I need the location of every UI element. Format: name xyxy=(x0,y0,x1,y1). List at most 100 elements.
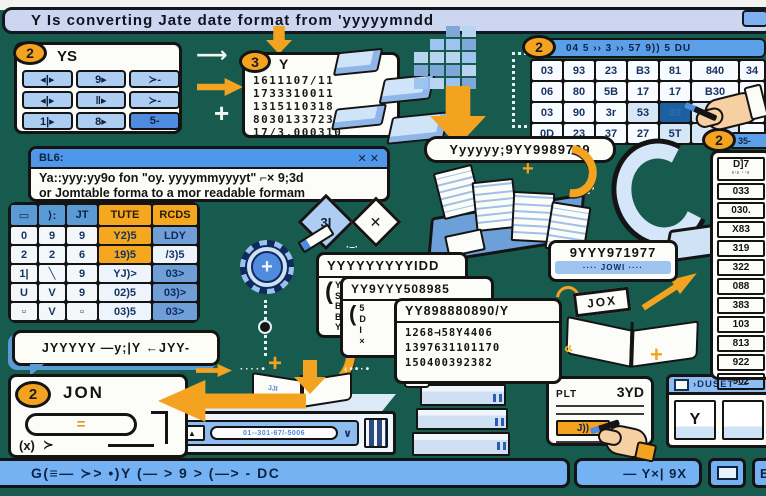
table-cell[interactable]: 9 xyxy=(67,227,97,244)
diamond-x: ✕ xyxy=(350,196,402,248)
table-cell[interactable]: 0 xyxy=(11,227,37,244)
list-item[interactable]: 030. xyxy=(717,202,765,219)
bracket-mark xyxy=(151,411,168,444)
table-cell[interactable]: ╲ xyxy=(39,265,65,282)
list-item[interactable]: 319 xyxy=(717,240,765,257)
table-cell[interactable]: V xyxy=(39,303,65,320)
list-item[interactable]: X83 xyxy=(717,221,765,238)
key[interactable]: ◂|▸ xyxy=(22,70,73,88)
key[interactable]: 9▸ xyxy=(75,70,127,88)
column-header: TUTE xyxy=(99,205,151,225)
badge-2: 2 xyxy=(522,35,556,59)
dots-marks: ‹••·• xyxy=(344,364,372,375)
table-cell[interactable]: 03> xyxy=(153,265,197,282)
key[interactable]: ‖▸ xyxy=(75,91,127,109)
key-selected[interactable]: 5- xyxy=(129,112,180,130)
table-cell[interactable]: 3r xyxy=(596,103,626,122)
table-cell[interactable]: 9 xyxy=(39,227,65,244)
list-item[interactable]: 322 xyxy=(717,259,765,276)
number-row: 1611107/11 xyxy=(253,74,335,87)
speech-bubble: JYYYYY —y;|Y ←JYY- xyxy=(12,330,220,366)
table-cell-selected[interactable]: 33 xyxy=(660,103,690,122)
key[interactable]: ≻- xyxy=(129,91,180,109)
table-cell[interactable]: 19)5 xyxy=(99,246,151,263)
server-stack-icon xyxy=(412,384,512,458)
table-cell[interactable]: 840 xyxy=(692,61,738,80)
table-cell[interactable]: 03> xyxy=(153,303,197,320)
table-cell[interactable]: 5B xyxy=(596,82,626,101)
edge-button[interactable]: E xyxy=(752,458,766,488)
equals-field[interactable]: = xyxy=(25,413,137,436)
table-cell[interactable]: 03 xyxy=(532,61,562,80)
table-cell[interactable]: 1| xyxy=(11,265,37,282)
table-cell[interactable]: B3 xyxy=(628,61,658,80)
card-front: YY898880890/Y 1268⊣58Y4406 1397631101170… xyxy=(394,298,562,384)
column-header: RCDS xyxy=(153,205,197,225)
card-title: YY898880890/Y xyxy=(397,301,559,323)
table-cell[interactable]: 17 xyxy=(660,82,690,101)
badge-3: 3 xyxy=(239,50,271,73)
list-item[interactable]: 383 xyxy=(717,297,765,314)
table-cell[interactable]: 80 xyxy=(564,82,594,101)
table-cell[interactable]: LDY xyxy=(153,227,197,244)
card-letter: D xyxy=(359,314,366,324)
table-cell[interactable]: Y2)5 xyxy=(99,227,151,244)
table-cell[interactable]: V xyxy=(39,284,65,301)
printer-panel: ▲ 01--301-67/-5006 ∨ xyxy=(172,420,359,446)
close-icons[interactable]: ✕ ✕ xyxy=(357,152,380,165)
rectangle-icon xyxy=(716,466,738,480)
plus-icon: + xyxy=(214,98,230,128)
table-cell[interactable]: 23 xyxy=(596,61,626,80)
table-cell[interactable]: 03)5 xyxy=(99,303,151,320)
table-cell[interactable]: 90 xyxy=(564,103,594,122)
list-item[interactable]: 813 xyxy=(717,335,765,352)
list-item[interactable]: 902 xyxy=(717,373,765,390)
date-field[interactable]: 01--301-67/-5006 xyxy=(210,426,339,440)
table-cell[interactable]: U xyxy=(11,284,37,301)
list-item[interactable]: 088 xyxy=(717,278,765,295)
table-cell[interactable]: 9 xyxy=(67,265,97,282)
table-cell[interactable]: YJ)> xyxy=(99,265,151,282)
table-cell[interactable]: 34 xyxy=(740,61,764,80)
table-cell[interactable]: 53 xyxy=(628,103,658,122)
table-cell[interactable]: 93 xyxy=(564,61,594,80)
table-cell[interactable]: 02)5 xyxy=(99,284,151,301)
table-cell[interactable]: /3)5 xyxy=(153,246,197,263)
table-cell[interactable]: 2 xyxy=(11,246,37,263)
table-cell[interactable]: 5T xyxy=(660,124,690,143)
list-item[interactable]: D]7 ı·ı ··ı xyxy=(717,157,765,181)
key[interactable]: ≻- xyxy=(129,70,180,88)
table-cell[interactable]: ▫ xyxy=(11,303,37,320)
key[interactable]: 1|▸ xyxy=(22,112,73,130)
list-item[interactable]: 033 xyxy=(717,183,765,200)
table-cell[interactable]: 17 xyxy=(628,82,658,101)
chevron-down-icon[interactable]: ∨ xyxy=(343,427,352,440)
list-item[interactable]: 103 xyxy=(717,316,765,333)
table-cell[interactable]: 6 xyxy=(67,246,97,263)
table-cell[interactable]: 06 xyxy=(532,82,562,101)
book-label: JOX xyxy=(572,286,632,318)
card-number-row: 1268⊣58Y4406 xyxy=(405,327,493,339)
card-number-row: 150400392382 xyxy=(405,357,493,369)
duset-cell[interactable] xyxy=(722,400,764,440)
table-cell[interactable]: 81 xyxy=(660,61,690,80)
window-button[interactable] xyxy=(708,458,746,488)
duset-cell[interactable]: Y xyxy=(674,400,716,440)
table-cell[interactable]: 9 xyxy=(67,284,97,301)
gear-plus-icon[interactable]: + xyxy=(240,240,294,294)
title-bar: Y Is converting Jate date format from 'y… xyxy=(2,7,766,34)
key[interactable]: 8▸ xyxy=(75,112,127,130)
table-cell[interactable]: 27 xyxy=(628,124,658,143)
table-cell[interactable]: 03 xyxy=(532,103,562,122)
table-cell[interactable]: ▫ xyxy=(67,303,97,320)
table-cell[interactable]: 2 xyxy=(39,246,65,263)
title-bar-button[interactable] xyxy=(742,10,766,27)
key[interactable]: ◂|▸ xyxy=(22,91,73,109)
number-row: 17/3,000310 xyxy=(253,126,343,139)
table-cell[interactable]: 03)> xyxy=(153,284,197,301)
panel-ys: 2 YS ◂|▸ 9▸ ≻- ◂|▸ ‖▸ ≻- 1|▸ 8▸ 5- xyxy=(13,41,182,134)
list-item[interactable]: 922 xyxy=(717,354,765,371)
number-row: 1733310011 xyxy=(253,87,335,100)
dots-marks: ····• xyxy=(240,364,267,375)
